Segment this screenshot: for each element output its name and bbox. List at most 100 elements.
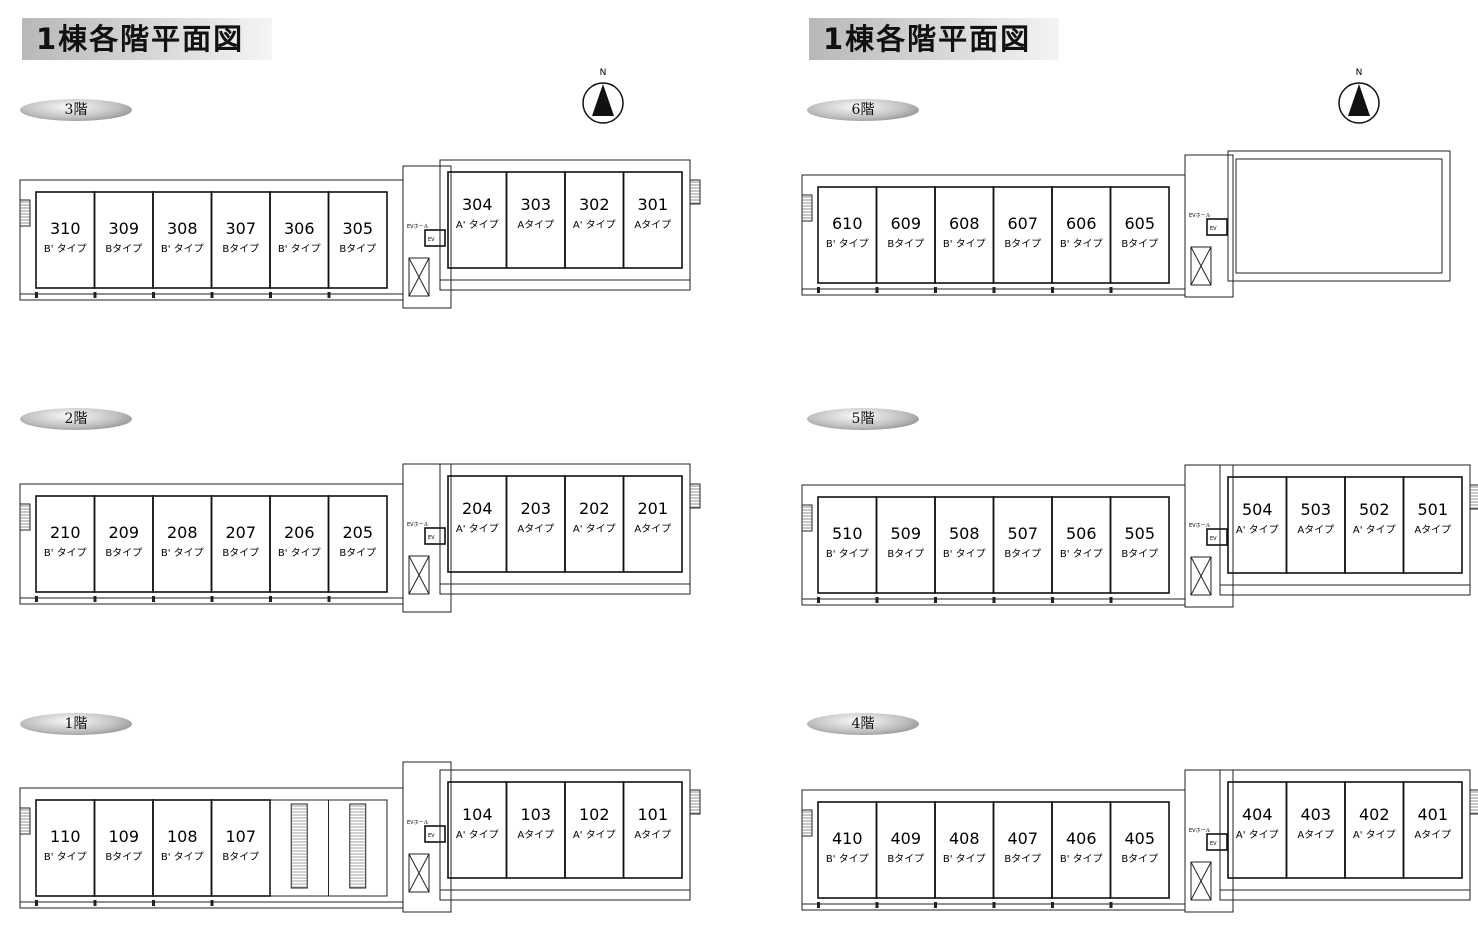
- room-number: 409: [890, 829, 921, 848]
- room-number: 209: [108, 523, 139, 542]
- room-number: 501: [1417, 500, 1448, 519]
- room-type: Bタイプ: [339, 547, 376, 559]
- room-number: 102: [579, 805, 610, 824]
- stairwell: [1190, 861, 1212, 901]
- room-type: Aタイプ: [517, 829, 554, 841]
- room-type: A' タイプ: [456, 219, 499, 231]
- room-unit: [152, 799, 213, 897]
- room-type: A' タイプ: [1236, 829, 1279, 841]
- room-number: 306: [284, 219, 315, 238]
- room-unit: [934, 801, 995, 899]
- elevator: [1206, 528, 1228, 546]
- room-number: 507: [1007, 524, 1038, 543]
- room-unit: [1051, 186, 1112, 284]
- room-unit: [93, 495, 154, 593]
- room-unit: [622, 171, 683, 269]
- room-type: Bタイプ: [887, 548, 924, 560]
- room-unit: [210, 191, 271, 289]
- room-unit: [992, 496, 1053, 594]
- room-number: 605: [1124, 214, 1155, 233]
- room-number: 509: [890, 524, 921, 543]
- room-unit: [152, 191, 213, 289]
- room-number: 204: [462, 499, 493, 518]
- floor-label-5f: 5階: [807, 408, 919, 430]
- room-unit: [622, 781, 683, 879]
- room-unit: [1109, 496, 1170, 594]
- room-type: Bタイプ: [1004, 548, 1041, 560]
- room-type: Bタイプ: [222, 243, 259, 255]
- stairwell: [408, 853, 430, 893]
- room-type: Aタイプ: [1297, 524, 1334, 536]
- core-outline: [402, 165, 452, 309]
- room-unit: [327, 191, 388, 289]
- room-unit: [1109, 186, 1170, 284]
- room-type: Bタイプ: [339, 243, 376, 255]
- room-type: Aタイプ: [517, 523, 554, 535]
- room-number: 508: [949, 524, 980, 543]
- room-type: Aタイプ: [634, 219, 671, 231]
- core-outline: [1184, 464, 1234, 608]
- room-number: 506: [1066, 524, 1097, 543]
- room-number: 206: [284, 523, 315, 542]
- room-type: B' タイプ: [1060, 853, 1103, 865]
- elevator-label: EV: [428, 535, 435, 541]
- elevator: [1206, 218, 1228, 236]
- room-number: 302: [579, 195, 610, 214]
- room-unit: [622, 475, 683, 573]
- ev-hall-label: EVホール: [1189, 213, 1211, 219]
- stairwell: [1190, 246, 1212, 286]
- ev-hall-label: EVホール: [1189, 523, 1211, 529]
- room-number: 410: [832, 829, 863, 848]
- room-unit: [1051, 801, 1112, 899]
- room-unit: [1402, 781, 1463, 879]
- room-unit: [210, 799, 271, 897]
- room-number: 308: [167, 219, 198, 238]
- room-number: 402: [1359, 805, 1390, 824]
- room-unit: [152, 495, 213, 593]
- room-number: 307: [225, 219, 256, 238]
- room-type: Aタイプ: [634, 523, 671, 535]
- room-type: Bタイプ: [222, 851, 259, 863]
- room-number: 205: [342, 523, 373, 542]
- room-unit: [992, 186, 1053, 284]
- room-type: Aタイプ: [1297, 829, 1334, 841]
- room-unit: [35, 799, 96, 897]
- room-number: 607: [1007, 214, 1038, 233]
- room-number: 510: [832, 524, 863, 543]
- north-arrow-icon: N: [582, 68, 624, 124]
- room-unit: [93, 191, 154, 289]
- east-wing-outline: [439, 159, 691, 291]
- room-type: A' タイプ: [1353, 829, 1396, 841]
- room-type: Bタイプ: [1121, 853, 1158, 865]
- room-number: 101: [637, 805, 668, 824]
- room-number: 202: [579, 499, 610, 518]
- room-type: B' タイプ: [44, 243, 87, 255]
- room-number: 401: [1417, 805, 1448, 824]
- floor-label-6f: 6階: [807, 99, 919, 121]
- room-unit: [210, 495, 271, 593]
- room-number: 503: [1300, 500, 1331, 519]
- room-type: B' タイプ: [826, 238, 869, 250]
- elevator: [424, 229, 446, 247]
- room-unit: [992, 801, 1053, 899]
- compass-n-label: N: [1356, 68, 1363, 78]
- room-type: Bタイプ: [887, 853, 924, 865]
- room-unit: [875, 496, 936, 594]
- room-unit: [875, 186, 936, 284]
- room-number: 104: [462, 805, 493, 824]
- room-type: B' タイプ: [943, 548, 986, 560]
- room-number: 403: [1300, 805, 1331, 824]
- elevator-label: EV: [1210, 841, 1217, 847]
- room-number: 310: [50, 219, 81, 238]
- room-number: 207: [225, 523, 256, 542]
- room-type: A' タイプ: [573, 219, 616, 231]
- room-type: Bタイプ: [887, 238, 924, 250]
